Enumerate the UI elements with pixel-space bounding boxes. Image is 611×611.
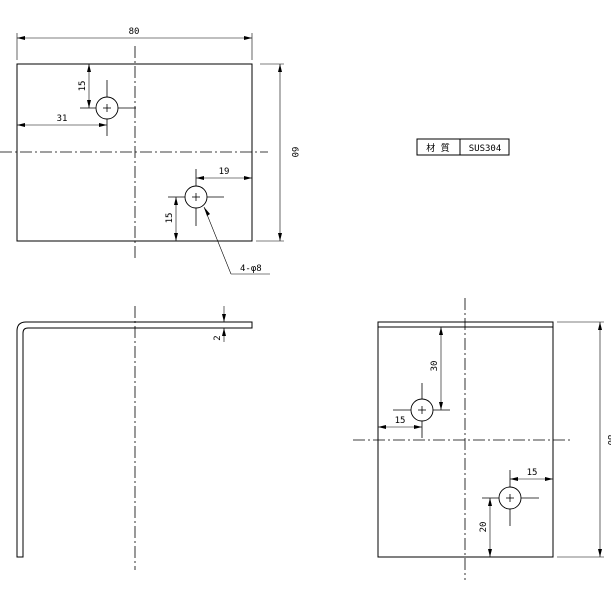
- hole-4-horizontal-dimension: 15: [527, 468, 538, 478]
- top-view: 80 60 15 31 19 15 4-φ8: [0, 27, 299, 275]
- material-table: 材 質 SUS304: [416, 138, 510, 156]
- hole-note: 4-φ8: [240, 264, 262, 274]
- hole-3-horizontal-dimension: 15: [395, 416, 406, 426]
- side-view: 2: [16, 306, 253, 570]
- hole-2-horizontal-dimension: 19: [219, 167, 230, 177]
- hole-1-horizontal-dimension: 31: [57, 114, 68, 124]
- hole-note-leader: [203, 206, 232, 275]
- top-view-width-dimension: 80: [129, 27, 140, 37]
- bottom-right-plate-outline: [377, 321, 554, 558]
- side-view-thickness-dimension: 2: [213, 335, 223, 340]
- top-view-height-dimension: 60: [289, 147, 299, 158]
- side-view-bent-plate: [16, 321, 253, 558]
- hole-1-vertical-dimension: 15: [78, 81, 88, 92]
- hole-3-vertical-dimension: 30: [430, 361, 440, 372]
- hole-4-vertical-dimension: 20: [479, 522, 489, 533]
- material-label: 材 質: [426, 142, 449, 154]
- bottom-right-view: 80 30 15 15 20: [353, 298, 611, 580]
- material-value: SUS304: [469, 144, 502, 154]
- hole-2-vertical-dimension: 15: [165, 213, 175, 224]
- bottom-right-height-dimension: 80: [605, 435, 611, 446]
- top-view-plate-outline: [16, 63, 253, 242]
